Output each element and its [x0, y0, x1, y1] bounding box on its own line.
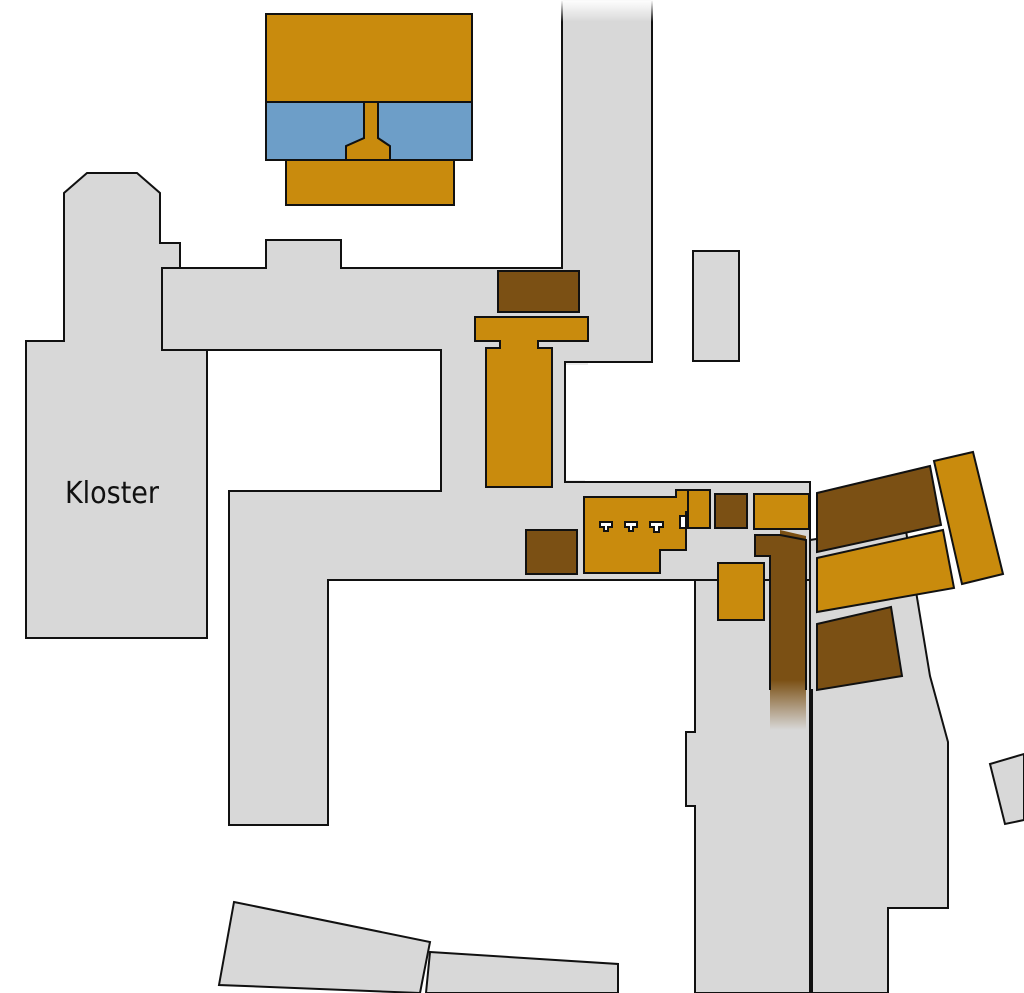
top-blue-left[interactable]: [265, 101, 365, 161]
top-ochre-block[interactable]: [265, 13, 473, 103]
east-brown-top[interactable]: [816, 464, 943, 554]
hall-feature: [649, 521, 664, 533]
hall-feature: [679, 515, 687, 529]
long-brown-strip-outline: [754, 534, 807, 690]
central-brown-block[interactable]: [497, 270, 580, 313]
hall-feature: [599, 521, 613, 532]
middle-ochre-hall[interactable]: [583, 489, 689, 574]
east-ochre-tall[interactable]: [932, 450, 1005, 586]
hall-feature: [624, 521, 638, 532]
east-ochre-middle[interactable]: [816, 528, 956, 614]
east-brown-bottom[interactable]: [816, 605, 904, 692]
bottom-left-building[interactable]: [217, 900, 432, 993]
top-blue-right[interactable]: [377, 101, 473, 161]
middle-ochre-small[interactable]: [687, 489, 711, 529]
middle-ochre-right[interactable]: [753, 493, 810, 530]
bottom-middle-building[interactable]: [424, 950, 619, 993]
far-right-building[interactable]: [988, 752, 1024, 826]
top-edge-fade: [540, 0, 680, 22]
central-t-building[interactable]: [474, 316, 589, 488]
middle-brown-square[interactable]: [714, 493, 748, 529]
top-lower-ochre-block[interactable]: [285, 159, 455, 206]
lower-ochre-block[interactable]: [717, 562, 765, 621]
long-brown-strip[interactable]: [755, 530, 806, 730]
small-east-building[interactable]: [692, 250, 740, 362]
middle-brown-left[interactable]: [525, 529, 578, 575]
kloster-building[interactable]: [25, 172, 208, 639]
kloster-label: Kloster: [65, 476, 160, 511]
